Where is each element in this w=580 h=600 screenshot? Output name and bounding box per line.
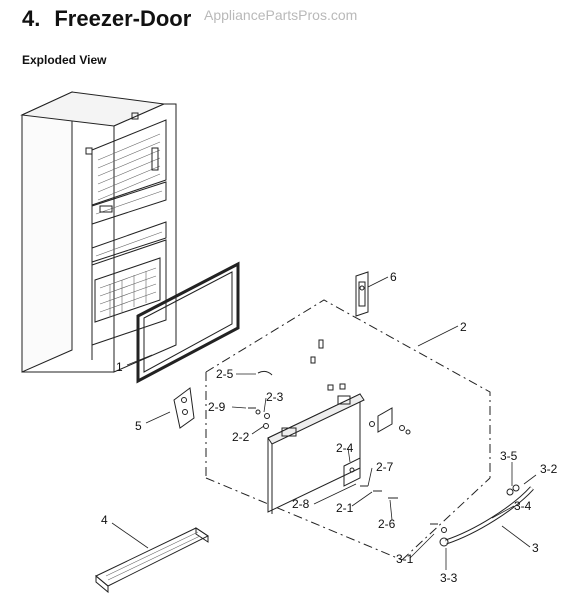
callout-3-5: 3-5	[500, 449, 518, 463]
callout-leader-lines	[111, 276, 537, 570]
callout-2-6: 2-6	[378, 517, 396, 531]
callout-labels: 1 2 6 5 4 2-5 2-9 2-3 2-2 2-4 2-7 2-8 2-…	[101, 270, 558, 585]
door-gasket-part	[136, 261, 240, 384]
right-brackets	[369, 407, 411, 435]
callout-6: 6	[390, 270, 397, 284]
callout-2-5: 2-5	[216, 367, 234, 381]
door-bracket-part	[343, 457, 361, 487]
page-title: Freezer-Door	[54, 6, 192, 31]
door-handle-part	[439, 486, 534, 547]
section-subtitle: Exploded View	[22, 53, 107, 67]
callout-3-1: 3-1	[396, 552, 414, 566]
callout-2: 2	[460, 320, 467, 334]
hinge-bracket-part	[355, 271, 369, 317]
door-assembly-outline	[205, 299, 491, 561]
refrigerator-cabinet	[20, 91, 177, 373]
callout-5: 5	[135, 419, 142, 433]
callout-2-1: 2-1	[336, 501, 354, 515]
callout-1: 1	[116, 360, 123, 374]
section-number: 4.	[22, 6, 41, 31]
callout-2-4: 2-4	[336, 441, 354, 455]
bottom-trim-part	[95, 527, 209, 594]
callout-3-2: 3-2	[540, 462, 558, 476]
callout-2-7: 2-7	[376, 460, 394, 474]
callout-2-9: 2-9	[208, 400, 226, 414]
callout-4: 4	[101, 513, 108, 527]
callout-2-3: 2-3	[266, 390, 284, 404]
callout-2-2: 2-2	[232, 430, 250, 444]
watermark-text: AppliancePartsPros.com	[204, 7, 358, 23]
callout-2-8: 2-8	[292, 497, 310, 511]
side-hinge-part	[173, 387, 195, 429]
page-header: 4. Freezer-Door	[22, 6, 191, 32]
callout-3: 3	[532, 541, 539, 555]
callout-3-3: 3-3	[440, 571, 458, 585]
callout-3-4: 3-4	[514, 499, 532, 513]
